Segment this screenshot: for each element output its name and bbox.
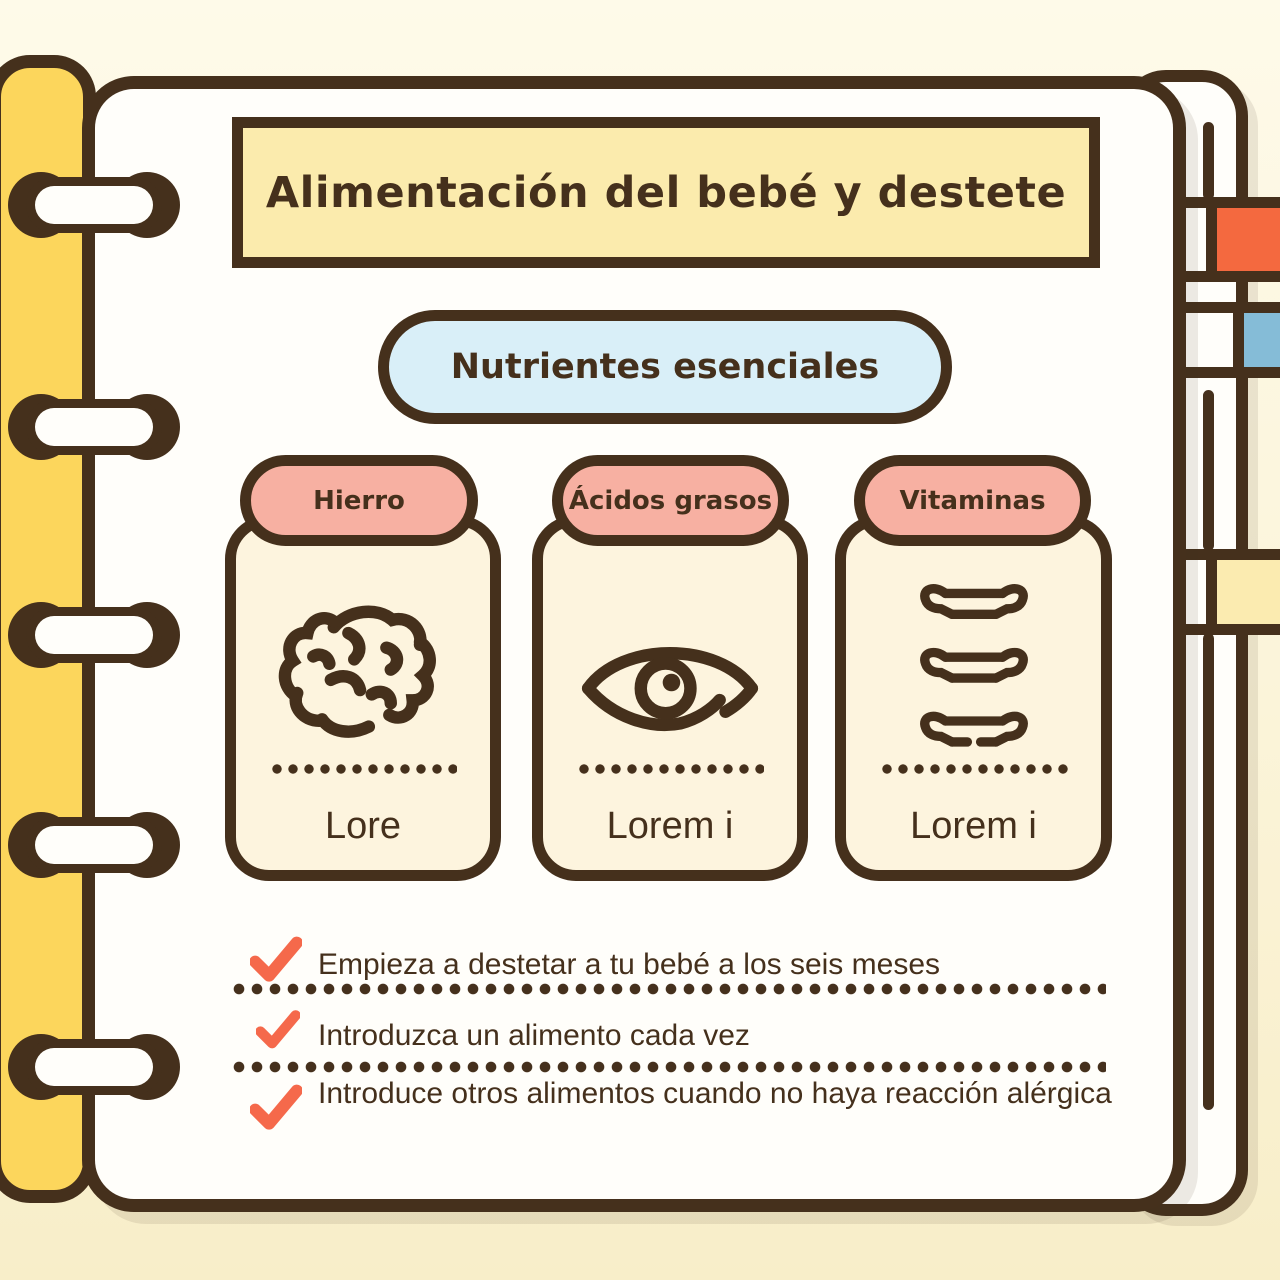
- check-icon: [255, 1010, 301, 1054]
- tab-junction-line: [1180, 367, 1250, 378]
- dotted-separator: [230, 983, 1106, 995]
- nutrient-card-hierro: Lore: [225, 515, 501, 881]
- card-header-hierro: Hierro: [240, 455, 478, 546]
- checklist-item-text: Empieza a destetar a tu bebé a los seis …: [318, 948, 941, 981]
- dotted-divider: [269, 764, 457, 774]
- index-tab-blue: [1233, 302, 1280, 378]
- binder-ring: [8, 394, 180, 460]
- page-title: Alimentación del bebé y destete: [265, 167, 1067, 218]
- card-caption: Lore: [324, 805, 402, 847]
- check-icon: [249, 1084, 303, 1136]
- index-tab-orange: [1206, 197, 1280, 282]
- check-icon: [249, 936, 303, 988]
- binder-ring: [8, 812, 180, 878]
- title-banner: Alimentación del bebé y destete: [232, 117, 1100, 268]
- binder-ring: [8, 1034, 180, 1100]
- card-caption: Lorem i: [910, 805, 1037, 847]
- spine-icon: [919, 584, 1028, 747]
- checklist-item-text: Introduzca un alimento cada vez: [318, 1019, 750, 1052]
- binder-ring: [8, 602, 180, 668]
- page-separator-line: [1203, 633, 1214, 1110]
- binder-ring: [8, 172, 180, 238]
- eye-icon: [581, 647, 759, 732]
- card-header-acidos-grasos: Ácidos grasos: [552, 455, 789, 546]
- dotted-divider: [879, 764, 1068, 774]
- page-separator-line: [1203, 122, 1214, 200]
- card-header-vitaminas: Vitaminas: [854, 455, 1091, 546]
- index-tab-yellow: [1206, 549, 1280, 635]
- nutrient-card-acidos-grasos: Lorem i: [532, 515, 808, 881]
- subtitle-pill: Nutrientes esenciales: [378, 310, 952, 424]
- dotted-divider: [576, 764, 764, 774]
- card-header-label: Vitaminas: [899, 485, 1046, 516]
- dotted-separator: [230, 1061, 1106, 1073]
- nutrient-card-vitaminas: Lorem i: [835, 515, 1112, 881]
- brain-icon: [278, 605, 436, 738]
- card-header-label: Hierro: [313, 485, 405, 516]
- page-separator-line: [1203, 390, 1214, 551]
- card-header-label: Ácidos grasos: [568, 485, 773, 516]
- checklist-item-text: Introduce otros alimentos cuando no haya…: [318, 1077, 1112, 1110]
- tab-junction-line: [1180, 302, 1250, 313]
- subtitle-text: Nutrientes esenciales: [450, 347, 880, 387]
- card-caption: Lorem i: [606, 805, 734, 847]
